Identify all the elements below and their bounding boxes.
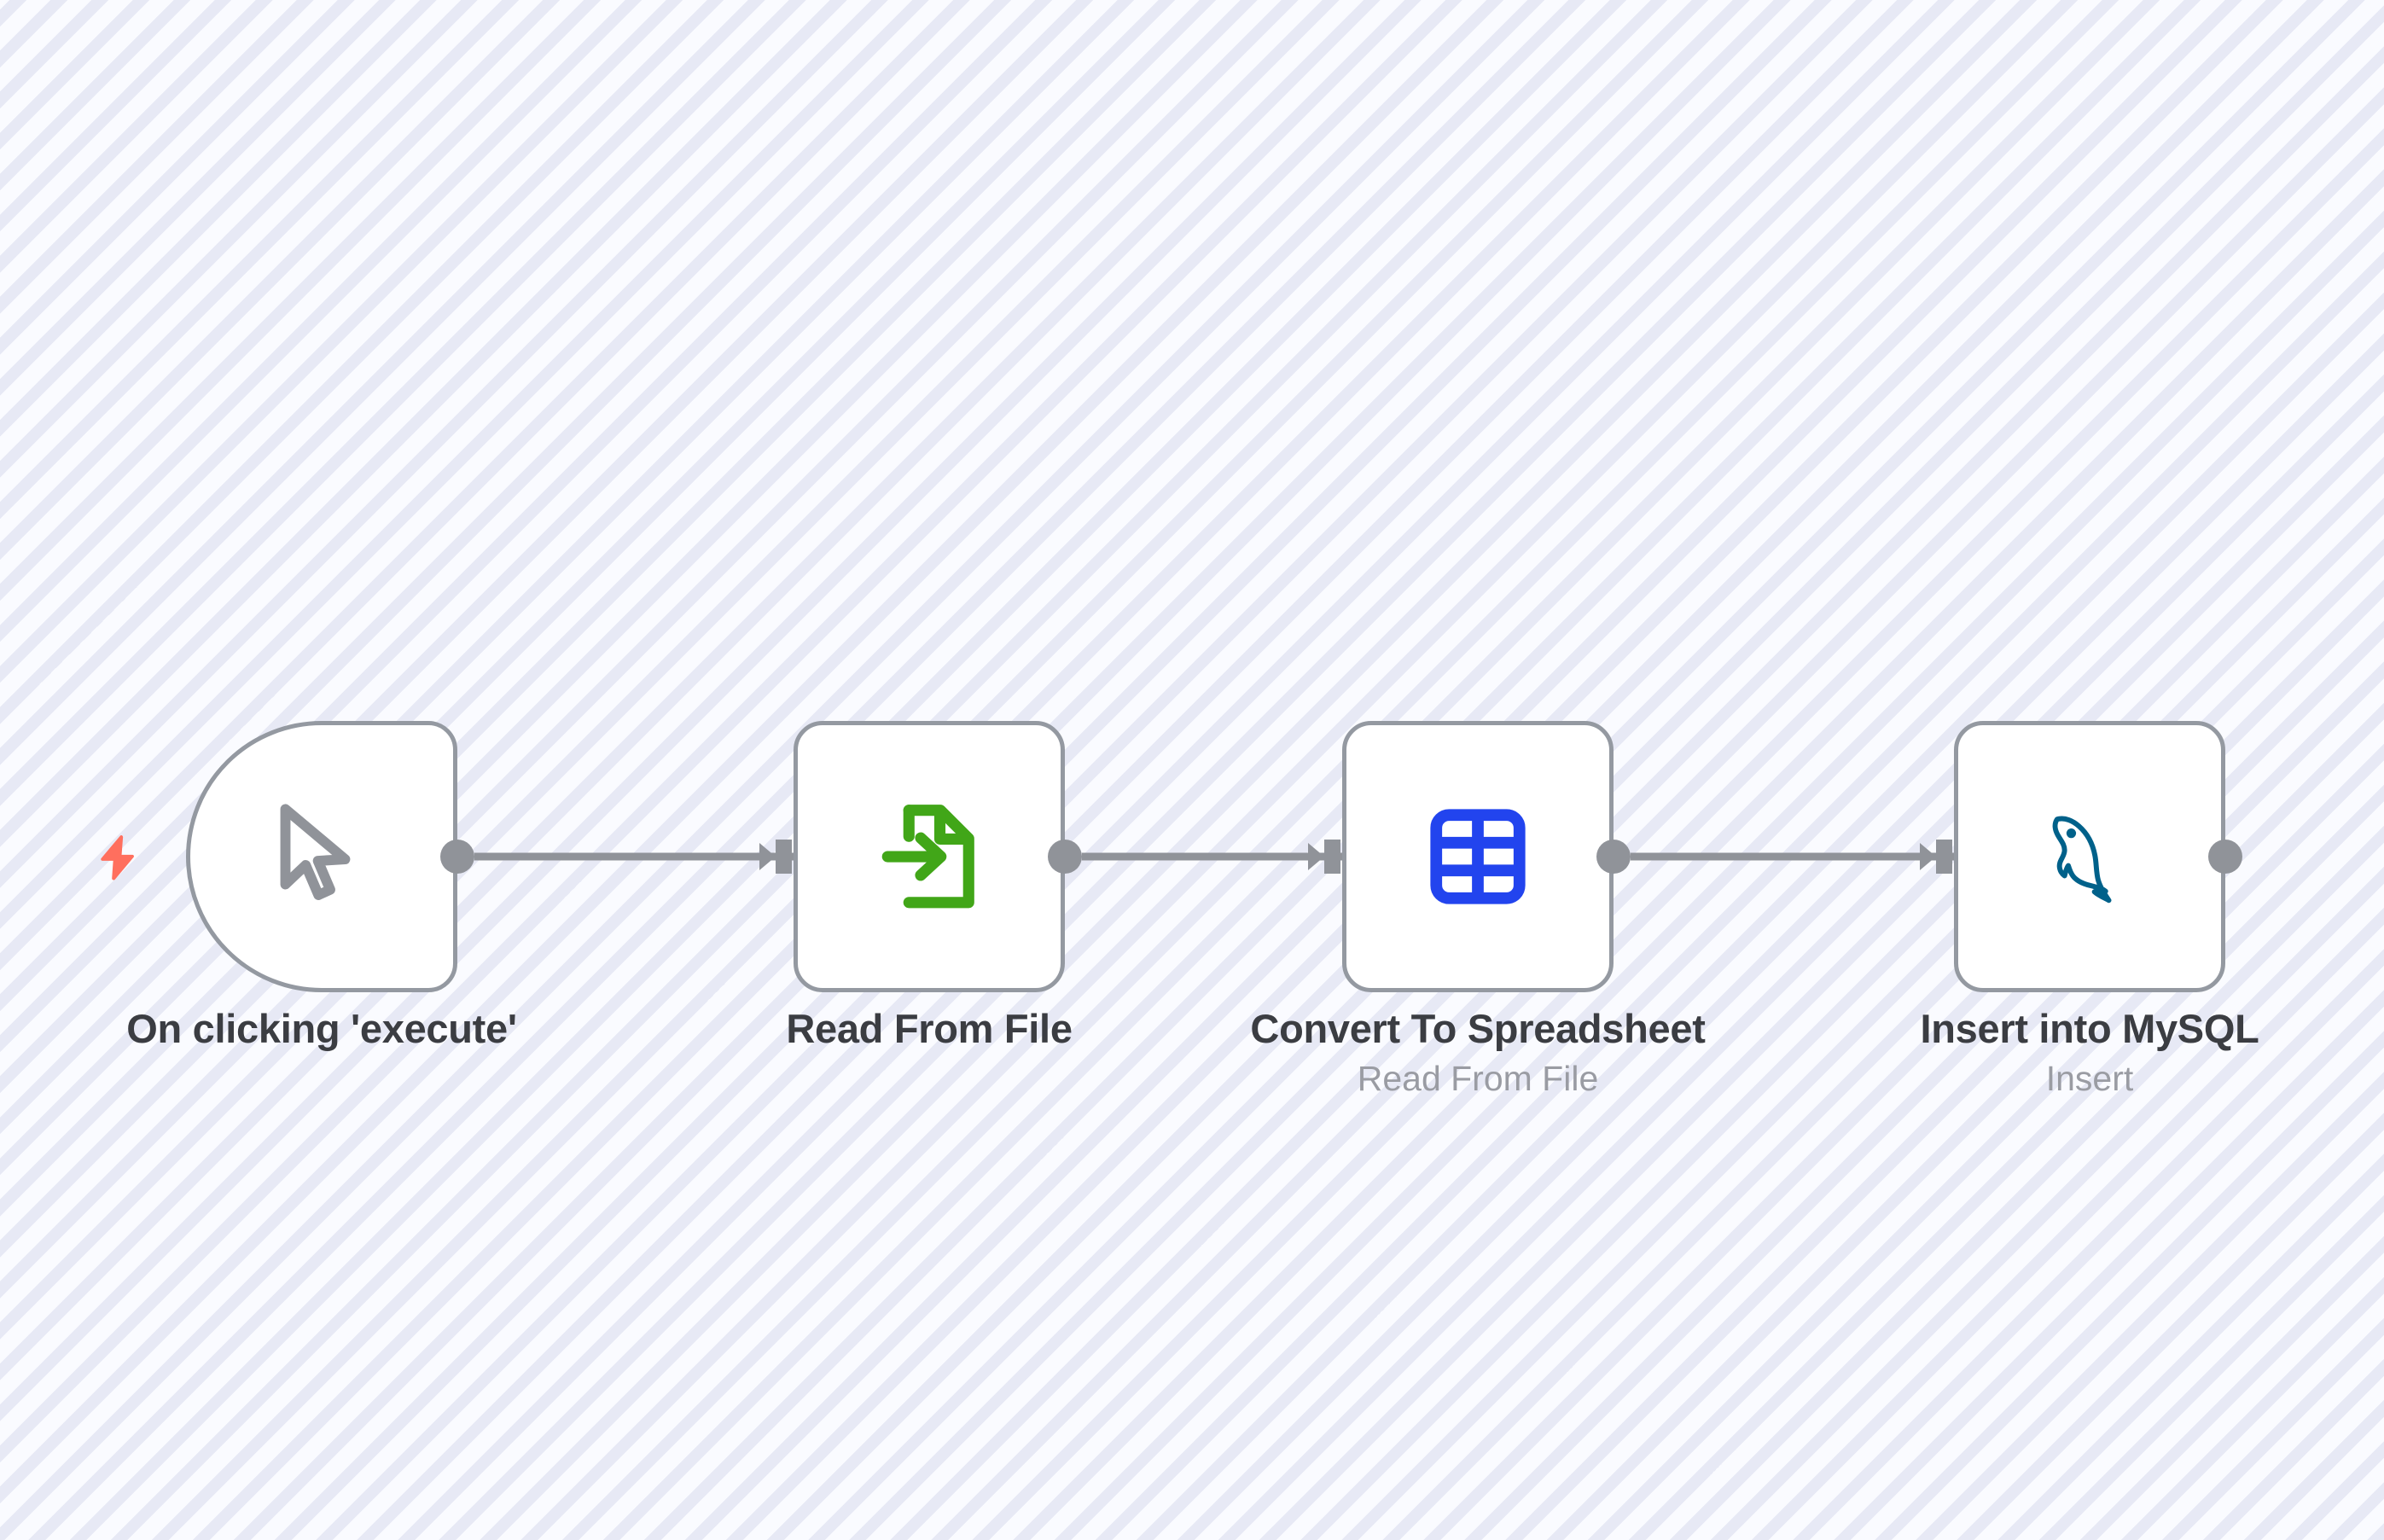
node-input-endpoint[interactable] xyxy=(759,840,792,874)
node-output-endpoint[interactable] xyxy=(1596,840,1631,874)
file-import-icon xyxy=(881,805,974,909)
node-box[interactable] xyxy=(1954,721,2225,992)
node-label-group: On clicking 'execute' xyxy=(126,1006,517,1052)
node-title: Convert To Spreadsheet xyxy=(1250,1006,1706,1051)
node-title: Read From File xyxy=(786,1006,1073,1051)
node-output-endpoint[interactable] xyxy=(2208,840,2242,874)
node-subtitle: Read From File xyxy=(1357,1059,1599,1099)
node-label-group: Insert into MySQL Insert xyxy=(1920,1006,2259,1099)
mysql-dolphin-icon xyxy=(2052,816,2112,904)
node-box[interactable] xyxy=(794,721,1065,992)
node-input-endpoint[interactable] xyxy=(1920,840,1952,874)
node-title: On clicking 'execute' xyxy=(126,1006,517,1051)
node-input-endpoint[interactable] xyxy=(1308,840,1340,874)
mouse-pointer-icon xyxy=(280,804,351,900)
node-title: Insert into MySQL xyxy=(1920,1006,2259,1051)
spreadsheet-table-icon xyxy=(1430,809,1526,904)
lightning-bolt-icon xyxy=(101,835,134,880)
node-subtitle: Insert xyxy=(2045,1059,2134,1099)
node-label-group: Convert To Spreadsheet Read From File xyxy=(1250,1006,1705,1099)
node-label-group: Read From File xyxy=(786,1006,1073,1052)
node-output-endpoint[interactable] xyxy=(1048,840,1082,874)
node-box[interactable] xyxy=(1342,721,1614,992)
node-box[interactable] xyxy=(186,721,457,992)
node-output-endpoint[interactable] xyxy=(440,840,474,874)
